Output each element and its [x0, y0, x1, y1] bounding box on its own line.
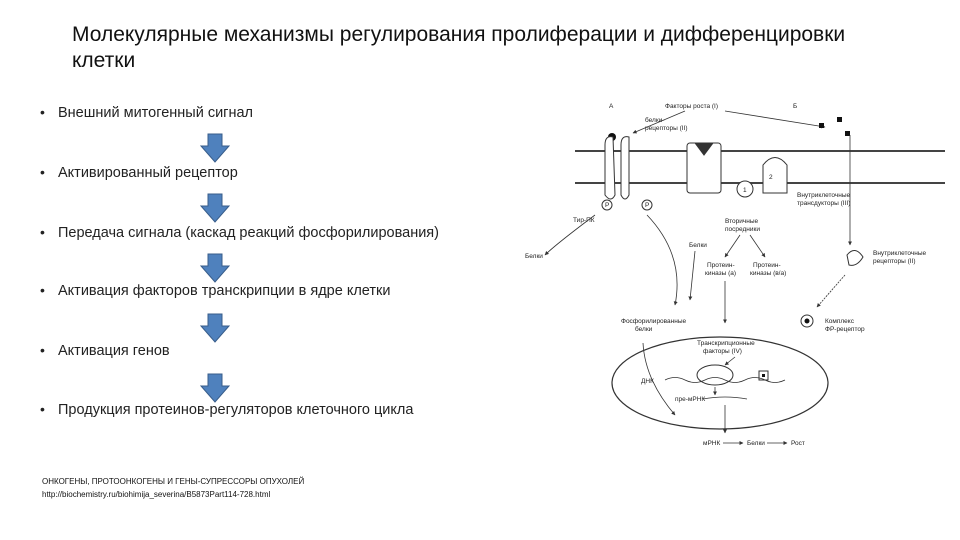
complex-label-2: ФР-рецептор [825, 326, 865, 333]
footer-link[interactable]: http://biochemistry.ru/biohimija_severin… [42, 488, 304, 501]
bullet-text: Внешний митогенный сигнал [58, 105, 253, 121]
bullet-text: Активация генов [58, 343, 170, 359]
transducer-2-icon [763, 158, 787, 194]
proteins-left-label: Белки [525, 253, 543, 260]
intracellular-receptors-label: Внутриклеточные [873, 250, 927, 257]
label-b: Б [793, 103, 797, 110]
intracellular-transducers-label-2: трансдукторы (III) [797, 200, 850, 207]
down-arrow-icon [200, 313, 230, 343]
secondary-messengers-label: Вторичные [725, 218, 759, 225]
bullet-item: •Активация факторов транскрипции в ядре … [40, 282, 390, 299]
secondary-messengers-label-2: посредники [725, 226, 760, 233]
down-arrow-icon [200, 373, 230, 403]
transcription-complex-icon [697, 365, 733, 385]
growth-label: Рост [791, 440, 805, 447]
ligand-square-icon [837, 117, 842, 122]
phosphate-left-label: P [605, 202, 609, 209]
label-a: А [609, 103, 614, 110]
intracellular-receptors-label-2: рецепторы (II) [873, 258, 916, 265]
bullet-item: •Активированный рецептор [40, 164, 238, 181]
ligand-square-icon [845, 131, 850, 136]
ligand-square-icon [819, 123, 824, 128]
phospho-proteins-label-2: белки [635, 325, 653, 333]
protein-kinases-b-label-2: киназы (в/а) [750, 270, 786, 277]
proteins-bottom-label: Белки [747, 440, 765, 447]
growth-factors-label: Факторы роста (I) [665, 103, 718, 110]
protein-kinases-a-label-2: киназы (а) [705, 270, 736, 277]
proteins-mid-label: Белки [689, 242, 707, 249]
phosphate-right-label: P [645, 202, 649, 209]
intracellular-transducers-label: Внутриклеточные [797, 192, 851, 199]
pre-mrna-label: пре-мРНК [675, 396, 705, 403]
bullet-text: Передача сигнала (каскад реакций фосфори… [58, 225, 439, 241]
g-protein-receptor-icon [687, 143, 721, 193]
footer-title: ОНКОГЕНЫ, ПРОТООНКОГЕНЫ И ГЕНЫ-СУПРЕССОР… [42, 475, 304, 488]
bullet-item: •Продукция протеинов-регуляторов клеточн… [40, 401, 413, 418]
bullet-item: •Активация генов [40, 342, 170, 359]
mrna-label: мРНК [703, 440, 720, 447]
num-1-label: 1 [743, 187, 747, 194]
bullet-text: Продукция протеинов-регуляторов клеточно… [58, 402, 413, 418]
bullet-text: Активированный рецептор [58, 165, 238, 181]
transcription-factors-label-2: факторы (IV) [703, 348, 742, 355]
signaling-diagram: А Факторы роста (I) Б белки- рецепторы (… [525, 95, 950, 455]
bullet-item: •Передача сигнала (каскад реакций фосфор… [40, 224, 439, 241]
receptor-proteins-label: белки- [645, 116, 664, 124]
down-arrow-icon [200, 133, 230, 163]
complex-label: Комплекс [825, 318, 855, 325]
source-footer: ОНКОГЕНЫ, ПРОТООНКОГЕНЫ И ГЕНЫ-СУПРЕССОР… [42, 475, 304, 501]
down-arrow-icon [200, 193, 230, 223]
bullet-item: •Внешний митогенный сигнал [40, 104, 253, 121]
receptor-proteins-label-2: рецепторы (II) [645, 125, 688, 132]
intracellular-receptor-icon [847, 250, 863, 265]
phospho-proteins-label: Фосфорилированные [621, 318, 687, 325]
bullet-list: •Внешний митогенный сигнал •Активированн… [40, 0, 540, 470]
protein-kinases-a-label: Протеин- [707, 262, 735, 269]
num-2-label: 2 [769, 174, 773, 181]
bullet-text: Активация факторов транскрипции в ядре к… [58, 283, 390, 299]
tyrosine-kinase-receptor-icon [605, 137, 629, 199]
down-arrow-icon [200, 253, 230, 283]
protein-kinases-b-label: Протеин- [753, 262, 781, 269]
transcription-factors-label: Транскрипционные [697, 340, 755, 347]
